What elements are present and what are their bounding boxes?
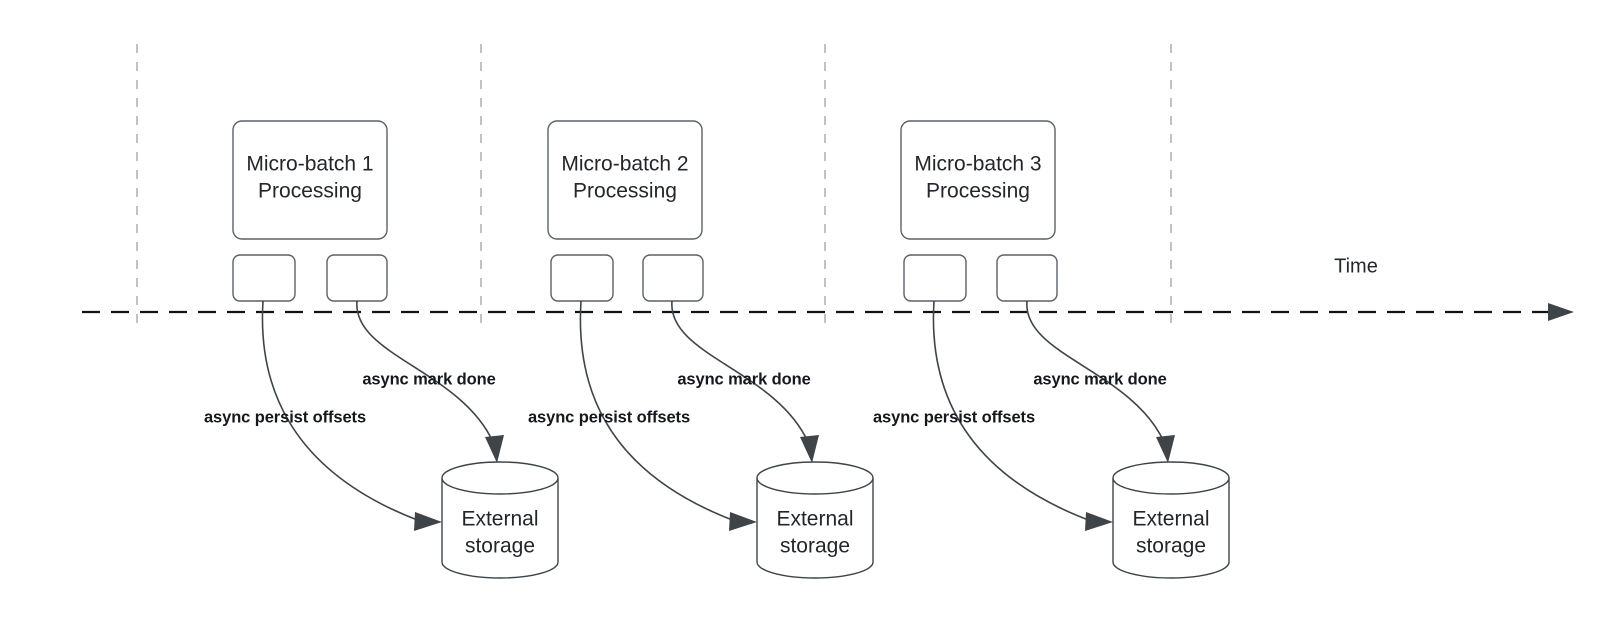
micro-batch-1-task-box-2[interactable] — [326, 254, 388, 302]
async-persist-offsets-connector-1 — [261, 300, 421, 522]
external-storage-3-body — [1112, 478, 1230, 579]
micro-batch-box-2-title-line1: Micro-batch 2 — [561, 153, 688, 176]
external-storage-3-label-line2: storage — [1136, 535, 1206, 558]
micro-batch-3-task-box-2[interactable] — [996, 254, 1058, 302]
micro-batch-box-1[interactable] — [232, 120, 388, 240]
external-storage-cylinder-3[interactable]: External storage — [1112, 461, 1230, 579]
async-mark-done-arrow-icon-3 — [1156, 435, 1175, 463]
external-storage-2-top — [756, 461, 874, 495]
external-storage-1-label-line1: External — [461, 508, 538, 531]
time-axis-label: Time — [1334, 255, 1378, 277]
async-mark-done-connector-1 — [356, 300, 494, 443]
async-mark-done-connector-2 — [671, 300, 809, 443]
external-storage-3-top — [1112, 461, 1230, 495]
async-mark-done-arrow-icon-2 — [800, 435, 819, 463]
batch-boundary-ticks — [136, 44, 1172, 330]
micro-batch-2-task-box-1[interactable] — [550, 254, 614, 302]
async-mark-done-arrow-icon-1 — [485, 435, 504, 463]
micro-batch-box-1-title-line2: Processing — [258, 180, 362, 203]
micro-batch-box-1-title-line1: Micro-batch 1 — [246, 153, 373, 176]
external-storage-2-body — [756, 478, 874, 579]
async-mark-done-label-3: async mark done — [1033, 370, 1166, 388]
micro-batch-2-task-box-2[interactable] — [642, 254, 704, 302]
async-persist-offsets-arrow-icon-2 — [729, 512, 757, 531]
async-mark-done-label-2: async mark done — [677, 370, 810, 388]
async-persist-offsets-arrow-icon-3 — [1085, 512, 1113, 531]
async-mark-done-label-1: async mark done — [362, 370, 495, 388]
external-storage-2-label-line2: storage — [780, 535, 850, 558]
micro-batch-box-3[interactable] — [900, 120, 1056, 240]
micro-batch-box-3-title-line1: Micro-batch 3 — [914, 153, 1041, 176]
external-storage-1-top — [441, 461, 559, 495]
external-storage-2-label-line1: External — [776, 508, 853, 531]
external-storage-3-label-line1: External — [1132, 508, 1209, 531]
async-persist-offsets-label-2: async persist offsets — [528, 408, 690, 426]
external-storage-1-body — [441, 478, 559, 579]
time-axis-arrow-icon — [1548, 303, 1574, 321]
micro-batch-box-2-title-line2: Processing — [573, 180, 677, 203]
async-mark-done-connector-3 — [1026, 300, 1165, 443]
async-persist-offsets-label-3: async persist offsets — [873, 408, 1035, 426]
micro-batch-3-task-box-1[interactable] — [903, 254, 967, 302]
micro-batch-1-task-box-1[interactable] — [232, 254, 296, 302]
external-storage-cylinder-2[interactable]: External storage — [756, 461, 874, 579]
micro-batch-box-3-title-line2: Processing — [926, 180, 1030, 203]
external-storage-cylinder-1[interactable]: External storage — [441, 461, 559, 579]
micro-batch-group-3: Micro-batch 3 Processing async persist o… — [873, 120, 1230, 579]
async-persist-offsets-arrow-icon-1 — [414, 512, 442, 531]
micro-batch-group-1: Micro-batch 1 Processing async persist o… — [204, 120, 559, 579]
async-persist-offsets-label-1: async persist offsets — [204, 408, 366, 426]
async-persist-offsets-connector-2 — [579, 300, 736, 522]
time-axis: Time — [82, 255, 1574, 321]
micro-batch-box-2[interactable] — [547, 120, 703, 240]
micro-batch-group-2: Micro-batch 2 Processing async persist o… — [528, 120, 874, 579]
async-persist-offsets-connector-3 — [932, 300, 1092, 522]
external-storage-1-label-line2: storage — [465, 535, 535, 558]
